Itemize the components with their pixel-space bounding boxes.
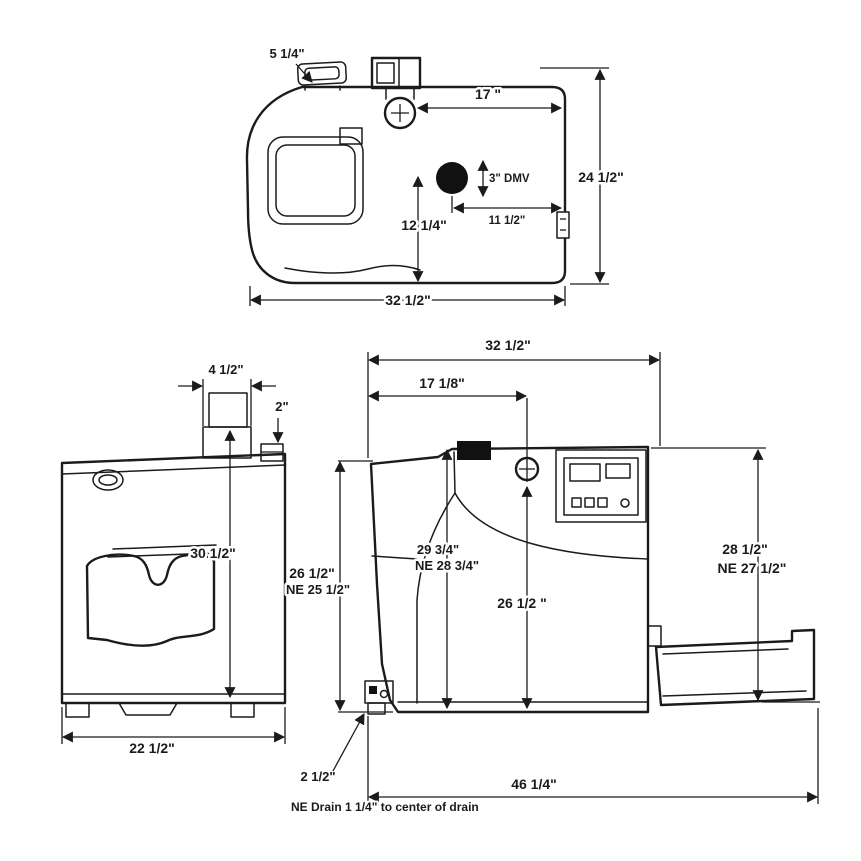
top-view-outline (245, 85, 567, 285)
dim-label-ne: NE 27 1/2" (718, 560, 787, 576)
dim-side-2-1-2: 2 1/2" (298, 713, 365, 787)
dim-side-28-1-2: 28 1/2" NE 27 1/2" (651, 447, 820, 703)
dim-top-5-1-4: 5 1/4" (267, 44, 313, 83)
body-seam (454, 492, 649, 560)
dim-label: 28 1/2" (722, 541, 768, 557)
drawer-inner-bottom (662, 690, 807, 697)
exhaust-box-inner (376, 62, 395, 84)
dim-label: 24 1/2" (578, 169, 624, 185)
side-latch (556, 211, 570, 239)
hopper-latch (339, 127, 363, 145)
hopper-lid-outer (267, 136, 364, 225)
control-panel (555, 449, 647, 523)
top-edge-inner (61, 464, 286, 475)
ash-drawer (654, 628, 816, 707)
drain-fitting (367, 702, 386, 715)
dim-side-32-1-2: 32 1/2" (367, 335, 661, 458)
dim-label: 46 1/4" (511, 776, 557, 792)
dim-side-26-1-2-left: 26 1/2" NE 25 1/2" (284, 460, 393, 713)
control-panel-outer (555, 449, 647, 523)
dim-front-2: 2" (272, 397, 291, 444)
panel-knob (620, 498, 630, 508)
control-panel-inner (563, 457, 639, 516)
side-view: 32 1/2" 17 1/8" 26 1/2" NE 25 1/2" 29 3/… (284, 335, 820, 816)
door-opening (85, 553, 216, 647)
dim-label: 12 1/4" (401, 217, 447, 233)
front-shelf (371, 555, 418, 560)
dim-top-24-1-2: 24 1/2" (540, 67, 626, 285)
dim-label: 22 1/2" (129, 740, 175, 756)
dim-label: 4 1/2" (208, 362, 243, 377)
hopper-lid-inner (275, 144, 356, 217)
dim-label: 11 1/2" (489, 215, 526, 227)
dim-top-17: 17 " (416, 84, 563, 114)
louver-line-1 (112, 544, 217, 550)
dim-side-17-1-8: 17 1/8" (367, 373, 528, 482)
door-edge (416, 492, 456, 704)
leader-line (332, 713, 365, 772)
dim-label: 3" DMV (489, 173, 530, 185)
chimney-cap-hatched (208, 392, 248, 428)
dim-label: 17 " (475, 86, 501, 102)
dim-front-4-1-2: 4 1/2" (178, 360, 276, 426)
drain-port (369, 686, 377, 694)
dim-label: 5 1/4" (269, 46, 304, 61)
dim-label: 2" (275, 399, 288, 414)
drawer-hinge (647, 625, 662, 647)
dim-label: 32 1/2" (385, 292, 431, 308)
dim-front-22-1-2: 22 1/2" (61, 707, 286, 759)
drain-valve (379, 689, 389, 699)
flue-front-inner (98, 474, 118, 486)
dim-label: 17 1/8" (419, 375, 465, 391)
panel-switch (605, 463, 631, 479)
chimney-collar (202, 426, 252, 459)
dim-label: 32 1/2" (485, 337, 531, 353)
panel-button-1 (571, 497, 582, 508)
exhaust-box (370, 56, 422, 90)
dim-label-ne: NE 25 1/2" (286, 582, 350, 597)
front-view-outline (60, 452, 287, 705)
dim-front-30-1-2: 30 1/2" (188, 429, 238, 699)
top-view: 5 1/4" 17 " 24 1/2" 12 1/4" 3" DMV 11 1/… (245, 44, 626, 311)
dim-side-26-1-2-center: 26 1/2 " (495, 485, 549, 710)
leader-line (295, 63, 313, 83)
dim-side-46-1-4: 46 1/4" (367, 708, 819, 804)
dim-side-29-3-4: 29 3/4" NE 28 3/4" (413, 448, 481, 710)
flue-front-outer (92, 469, 124, 491)
foot-left (65, 702, 90, 718)
dim-top-12-1-4: 12 1/4" (399, 175, 449, 283)
panel-button-3 (597, 497, 608, 508)
foot-right (230, 702, 255, 718)
dim-label: 30 1/2" (190, 545, 236, 561)
dim-label: 26 1/2 " (497, 595, 546, 611)
side-view-outline (369, 445, 650, 714)
panel-button-2 (584, 497, 595, 508)
top-view-front-seam (284, 264, 421, 274)
drain-assembly (364, 680, 394, 715)
foot-center (118, 702, 178, 716)
dim-label: 29 3/4" (417, 542, 459, 557)
flue-collar-circle (383, 96, 417, 130)
dim-label: 2 1/2" (300, 769, 335, 784)
front-view: 4 1/2" 2" 30 1/2" 22 1/2" (60, 360, 291, 759)
drain-note: NE Drain 1 1/4" to center of drain (291, 800, 479, 814)
drawer-inner-top (662, 648, 789, 655)
dim-top-32-1-2: 32 1/2" (249, 286, 566, 311)
display-window (569, 463, 601, 482)
intake-block (457, 441, 491, 460)
dim-top-3-dmv: 3" DMV (477, 159, 532, 198)
front-edge (453, 451, 456, 494)
dim-label: 26 1/2" (289, 565, 335, 581)
dim-top-11-1-2: 11 1/2" (451, 196, 563, 229)
dim-label-ne: NE 28 3/4" (415, 558, 479, 573)
dmv-hole (436, 162, 468, 194)
